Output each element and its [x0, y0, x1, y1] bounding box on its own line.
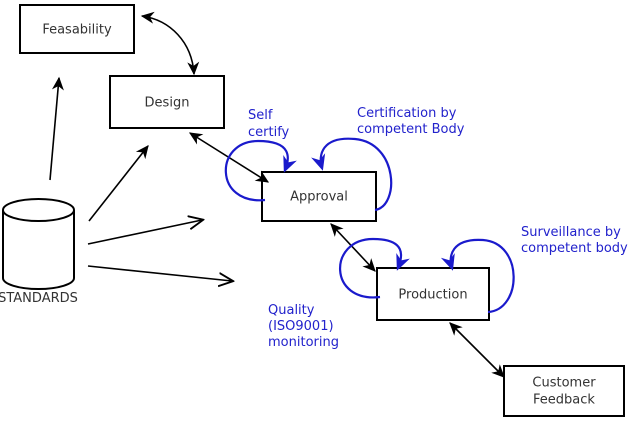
- production-box[interactable]: [376, 267, 490, 321]
- edge-standards-to-approval[interactable]: [87, 220, 202, 245]
- standards-cylinder-body[interactable]: [1, 210, 75, 290]
- customer-feedback-label-line2: Feedback: [533, 393, 595, 408]
- annotation-certification-line2: competent Body: [357, 122, 465, 137]
- annotation-surveillance-line2: competent body: [521, 241, 628, 256]
- loop-surveillance-competent-body[interactable]: [440, 238, 515, 314]
- node-customer-feedback[interactable]: Customer Feedback: [503, 365, 625, 417]
- loop-quality-monitoring[interactable]: [339, 237, 410, 299]
- annotation-certification-line1: Certification by: [357, 106, 457, 121]
- node-approval[interactable]: Approval: [261, 171, 377, 222]
- design-box[interactable]: [109, 75, 225, 129]
- edge-standards-to-design[interactable]: [88, 145, 149, 222]
- edge-approval-production[interactable]: [330, 223, 376, 272]
- edge-production-customer-feedback[interactable]: [449, 322, 505, 378]
- feasability-label: Feasability: [42, 23, 112, 38]
- annotation-self-certify-line2: certify: [248, 125, 290, 140]
- node-production[interactable]: Production: [376, 267, 490, 321]
- standards-label: STANDARDS: [0, 291, 78, 306]
- node-feasability[interactable]: Feasability: [19, 4, 135, 54]
- loop-certification-competent-body[interactable]: [311, 137, 393, 212]
- annotation-surveillance-by-competent-body: Surveillance by competent body: [521, 225, 628, 256]
- approval-box[interactable]: [261, 171, 377, 222]
- annotation-quality-line3: monitoring: [268, 335, 339, 350]
- feasability-box[interactable]: [19, 4, 135, 54]
- standards-cylinder-top[interactable]: [2, 198, 75, 222]
- annotation-quality-line1: Quality: [268, 303, 315, 318]
- design-label: Design: [145, 96, 190, 111]
- loop-self-certify[interactable]: [224, 139, 297, 202]
- edge-design-to-feasability[interactable]: [140, 11, 200, 76]
- customer-feedback-box[interactable]: [503, 365, 625, 417]
- customer-feedback-label-line1: Customer: [532, 376, 596, 391]
- annotation-quality-line2: (ISO9001): [268, 319, 334, 334]
- annotation-quality-iso9001-monitoring: Quality (ISO9001) monitoring: [268, 303, 339, 350]
- annotation-surveillance-line1: Surveillance by: [521, 225, 621, 240]
- node-design[interactable]: Design: [109, 75, 225, 129]
- annotation-self-certify-line1: Self: [248, 108, 273, 123]
- annotation-certification-by-competent-body: Certification by competent Body: [357, 106, 465, 137]
- approval-label: Approval: [290, 190, 348, 205]
- node-standards[interactable]: STANDARDS: [0, 198, 78, 306]
- edge-standards-to-production[interactable]: [87, 265, 232, 281]
- annotation-self-certify: Self certify: [248, 108, 290, 140]
- production-label: Production: [398, 288, 467, 303]
- edge-standards-to-feasability[interactable]: [49, 76, 64, 181]
